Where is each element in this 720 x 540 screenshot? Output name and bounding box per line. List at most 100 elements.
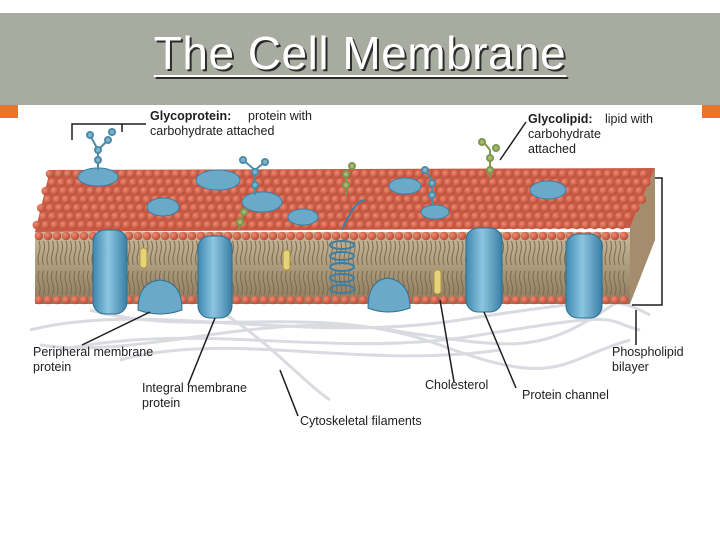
- lipid-head: [446, 220, 456, 230]
- slide-title: The Cell Membrane: [153, 27, 567, 79]
- lipid-head: [196, 195, 206, 204]
- peripheral-label-2: protein: [33, 360, 71, 374]
- lipid-head: [588, 178, 597, 187]
- lipid-head: [304, 231, 314, 241]
- lipid-head: [331, 295, 341, 305]
- lipid-head: [603, 169, 613, 179]
- lipid-head: [180, 169, 190, 179]
- lipid-head: [288, 169, 298, 179]
- lipid-head: [567, 203, 577, 213]
- lipid-head: [313, 295, 323, 305]
- glycolipid-desc-1: lipid with: [605, 112, 653, 126]
- lipid-head: [279, 203, 289, 213]
- lipid-head: [207, 203, 217, 213]
- lipid-head: [394, 195, 404, 204]
- lipid-tail: [514, 240, 518, 296]
- lipid-head: [439, 295, 449, 305]
- lipid-head: [158, 186, 167, 196]
- lipid-head: [142, 195, 152, 204]
- lipid-head: [484, 195, 494, 204]
- lipid-head: [126, 203, 136, 213]
- lipid-head: [311, 186, 320, 196]
- lipid-head: [331, 231, 341, 241]
- lipid-head: [369, 169, 379, 179]
- lipid-head: [439, 195, 449, 204]
- lipid-head: [612, 203, 622, 213]
- lipid-head: [171, 169, 181, 179]
- lipid-head: [156, 178, 165, 187]
- lipid-head: [315, 203, 325, 213]
- lipid-head: [41, 220, 51, 230]
- lipid-head: [232, 195, 242, 204]
- cholesterol-label: Cholesterol: [425, 378, 488, 392]
- lipid-head: [448, 295, 458, 305]
- lipid-head: [369, 203, 379, 213]
- lipid-head: [81, 203, 91, 213]
- lipid-head: [529, 295, 539, 305]
- lipid-head: [241, 295, 251, 305]
- lipid-head: [273, 212, 282, 221]
- lipid-head: [536, 220, 546, 230]
- lipid-head: [612, 169, 622, 179]
- lipid-head: [421, 231, 431, 241]
- lipid-head: [540, 203, 550, 213]
- lipid-head: [176, 220, 186, 230]
- lipid-head: [498, 212, 507, 221]
- lipid-head: [304, 195, 314, 204]
- lipid-head: [113, 220, 123, 230]
- lipid-head: [376, 195, 386, 204]
- glycoprotein-desc-2: carbohydrate attached: [150, 124, 274, 138]
- lipid-head: [437, 186, 446, 196]
- lipid-head: [464, 220, 474, 230]
- lipid-head: [444, 178, 453, 187]
- lipid-head: [261, 169, 271, 179]
- lipid-head: [603, 203, 613, 213]
- lipid-head: [99, 203, 109, 213]
- lipid-tail: [267, 240, 270, 296]
- lipid-head: [45, 203, 55, 213]
- lipid-head: [241, 231, 251, 241]
- lipid-head: [414, 169, 424, 179]
- lipid-head: [396, 169, 406, 179]
- lipid-head: [264, 212, 273, 221]
- lipid-head: [374, 186, 383, 196]
- lipid-head: [381, 178, 390, 187]
- integral-label-2: protein: [142, 396, 180, 410]
- lipid-head: [68, 186, 77, 196]
- lipid-head: [448, 231, 458, 241]
- lipid-head: [39, 212, 48, 221]
- lipid-head: [111, 212, 120, 221]
- lipid-head: [432, 169, 442, 179]
- lipid-head: [378, 169, 388, 179]
- lipid-head: [88, 195, 98, 204]
- lipid-head: [518, 186, 527, 196]
- lipid-head: [491, 186, 500, 196]
- lipid-tail: [613, 240, 617, 296]
- lipid-head: [624, 178, 633, 187]
- lipid-head: [129, 212, 138, 221]
- lipid-head: [169, 231, 179, 241]
- lipid-head: [275, 186, 284, 196]
- lipid-head: [601, 231, 611, 241]
- lipid-tail: [559, 240, 563, 296]
- lipid-head: [293, 186, 302, 196]
- lipid-head: [322, 231, 332, 241]
- lipid-head: [493, 195, 503, 204]
- lipid-head: [90, 203, 100, 213]
- lipid-head: [435, 178, 444, 187]
- lipid-tail: [456, 240, 459, 296]
- integral-proteins: [92, 227, 603, 319]
- lipid-head: [408, 212, 417, 221]
- lipid-head: [615, 212, 624, 221]
- lipid-head: [270, 169, 280, 179]
- lipid-tail: [276, 240, 279, 296]
- lipid-head: [610, 231, 620, 241]
- lipid-head: [513, 169, 523, 179]
- lipid-head: [459, 169, 469, 179]
- lipid-head: [279, 169, 289, 179]
- lipid-head: [320, 220, 330, 230]
- lipid-head: [322, 195, 332, 204]
- lipid-tail: [82, 240, 86, 296]
- lipid-head: [525, 212, 534, 221]
- lipid-tail: [253, 240, 257, 296]
